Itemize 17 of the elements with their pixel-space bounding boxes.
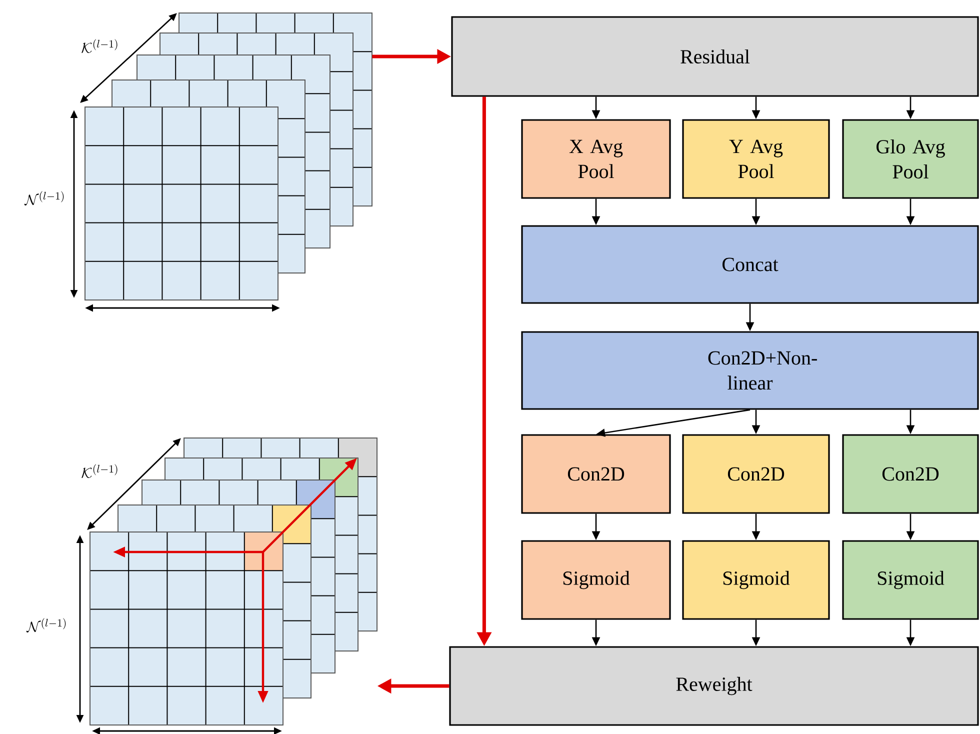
- dimension-label: $\mathcal{N}^{(l-1)}$: [24, 191, 64, 206]
- conv-box: Con2D: [842, 434, 979, 514]
- sigmoid-box: Sigmoid: [521, 540, 671, 620]
- process-box: Reweight: [449, 646, 979, 726]
- pool-box: Y Avg Pool: [682, 119, 830, 199]
- sigmoid-box: Sigmoid: [682, 540, 830, 620]
- process-box: Concat: [521, 225, 979, 304]
- sigmoid-box: Sigmoid: [842, 540, 979, 620]
- process-box: Con2D+Non-linear: [521, 331, 979, 410]
- pool-box: Glo Avg Pool: [842, 119, 979, 199]
- conv-box: Con2D: [521, 434, 671, 514]
- pool-box: X Avg Pool: [521, 119, 671, 199]
- process-box: Residual: [451, 16, 979, 97]
- dimension-label: $\mathcal{K}^{(l-1)}$: [82, 39, 118, 54]
- conv-box: Con2D: [682, 434, 830, 514]
- dimension-label: $\mathcal{N}^{(l-1)}$: [26, 618, 66, 632]
- dimension-label: $\mathcal{K}^{(l-1)}$: [82, 464, 118, 478]
